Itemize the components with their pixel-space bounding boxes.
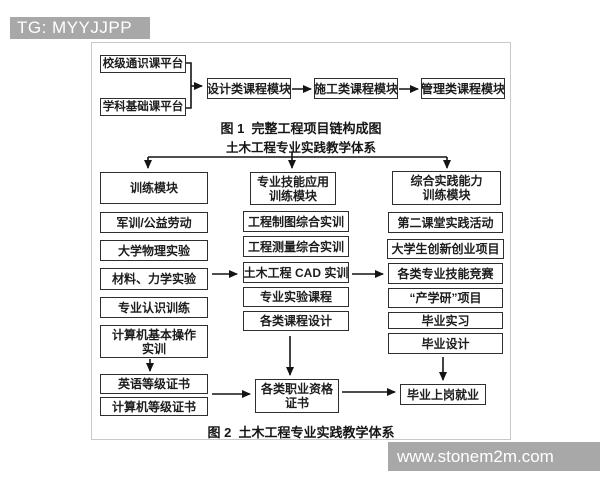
node-industry-university-research: “产学研”项目	[388, 288, 503, 308]
node-professional-cognition: 专业认识训练	[100, 297, 208, 318]
computer-basic-line1: 计算机基本操作	[111, 327, 196, 342]
node-skill-training-module: 专业技能应用 训练模块	[250, 172, 336, 205]
node-vocational-certificates: 各类职业资格 证书	[255, 379, 339, 413]
node-graduation-design: 毕业设计	[388, 333, 503, 354]
node-skill-competitions: 各类专业技能竞赛	[388, 263, 503, 284]
node-comprehensive-practice-module: 综合实践能力 训练模块	[392, 171, 501, 205]
node-platform-discipline: 学科基础课平台	[100, 98, 186, 116]
skill-header-line2: 训练模块	[268, 188, 317, 203]
node-module-design: 设计类课程模块	[207, 78, 291, 99]
computer-basic-line2: 实训	[141, 341, 166, 356]
node-platform-general: 校级通识课平台	[100, 55, 186, 73]
node-training-module: 训练模块	[100, 172, 208, 204]
node-civil-cad-training: 土木工程 CAD 实训	[243, 262, 349, 283]
figure2-caption: 图 2 土木工程专业实践教学体系	[207, 425, 395, 440]
node-module-management: 管理类课程模块	[421, 78, 505, 99]
skill-header-line1: 专业技能应用	[256, 174, 329, 189]
node-computer-basic-training: 计算机基本操作 实训	[100, 325, 208, 358]
comprehensive-header-line2: 训练模块	[422, 188, 471, 202]
node-engineering-survey: 工程测量综合实训	[243, 236, 349, 257]
watermark-top-text: TG: MYYJJPP	[17, 18, 133, 37]
node-employment: 毕业上岗就业	[400, 384, 486, 405]
watermark-bottom-right: www.stonem2m.com	[388, 442, 600, 471]
node-english-certificate: 英语等级证书	[100, 374, 208, 394]
node-graduation-internship: 毕业实习	[388, 312, 503, 329]
node-engineering-drawing: 工程制图综合实训	[243, 211, 349, 232]
comprehensive-header-line1: 综合实践能力	[410, 174, 483, 188]
vocational-cert-line2: 证书	[284, 396, 309, 410]
node-innovation-projects: 大学生创新创业项目	[387, 239, 504, 259]
node-second-classroom: 第二课堂实践活动	[388, 212, 503, 233]
node-physics-experiment: 大学物理实验	[100, 240, 208, 261]
node-course-design: 各类课程设计	[243, 311, 349, 331]
figure1-caption: 图 1 完整工程项目链构成图	[220, 121, 382, 136]
node-professional-lab-course: 专业实验课程	[243, 287, 349, 307]
watermark-bottom-text: www.stonem2m.com	[397, 446, 554, 466]
node-military-training: 军训/公益劳动	[100, 212, 208, 233]
node-materials-mechanics: 材料、力学实验	[100, 268, 208, 290]
vocational-cert-line1: 各类职业资格	[260, 382, 333, 396]
node-computer-certificate: 计算机等级证书	[100, 397, 208, 416]
watermark-top-left: TG: MYYJJPP	[10, 17, 150, 39]
figure2-title: 土木工程专业实践教学体系	[225, 141, 376, 155]
node-module-construction: 施工类课程模块	[314, 78, 398, 99]
